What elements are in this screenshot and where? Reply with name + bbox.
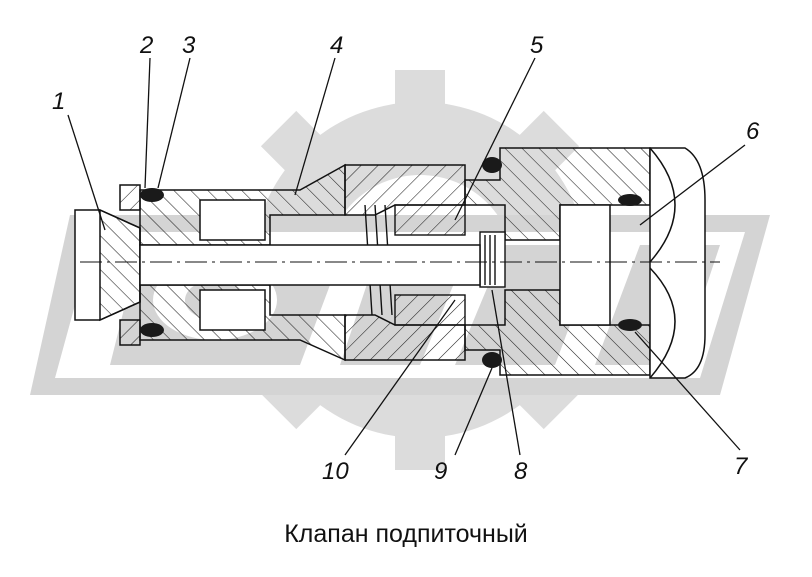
callout-4: 4 bbox=[330, 32, 344, 59]
diagram-caption: Клапан подпиточный bbox=[284, 520, 528, 548]
callout-6: 6 bbox=[746, 118, 760, 145]
part-6-housing bbox=[464, 147, 706, 379]
central-bore bbox=[80, 244, 720, 286]
part-4-body bbox=[139, 163, 466, 362]
callout-7: 7 bbox=[734, 453, 748, 480]
callout-10: 10 bbox=[322, 458, 349, 485]
callout-9: 9 bbox=[434, 458, 448, 485]
seals bbox=[140, 157, 642, 368]
callout-1: 1 bbox=[52, 88, 66, 115]
callout-8: 8 bbox=[514, 458, 528, 485]
callout-3: 3 bbox=[182, 32, 196, 59]
spring-and-disc bbox=[364, 204, 506, 326]
callout-5: 5 bbox=[530, 32, 544, 59]
part-1-fitting bbox=[74, 184, 141, 346]
leader-lines bbox=[67, 57, 746, 456]
callout-2: 2 bbox=[140, 32, 154, 59]
